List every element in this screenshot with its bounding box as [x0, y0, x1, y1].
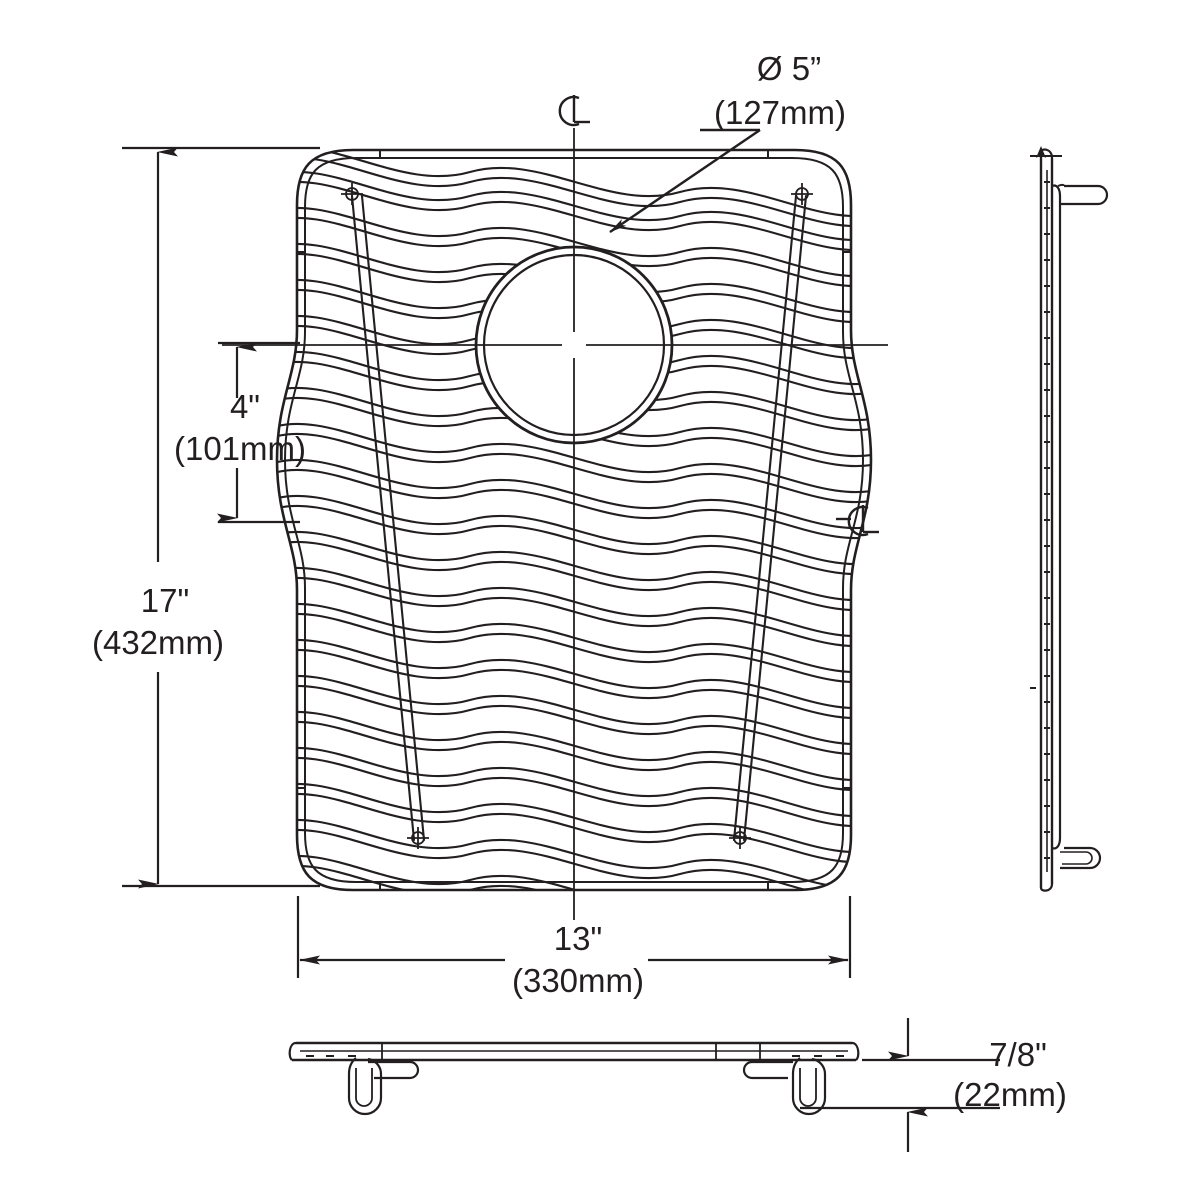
right-side-elevation — [1030, 146, 1109, 892]
thickness-label-metric: (22mm) — [953, 1076, 1067, 1113]
diagonal-support-wires — [350, 194, 808, 842]
dim-thickness — [800, 1018, 1000, 1152]
height-label-imperial: 17" — [141, 582, 189, 619]
thickness-label-imperial: 7/8" — [989, 1036, 1047, 1073]
height-label-metric: (432mm) — [92, 624, 224, 661]
front-elevation — [288, 1041, 860, 1116]
diameter-label-imperial: Ø 5” — [757, 50, 821, 87]
diameter-leader — [609, 128, 761, 233]
dim-overall-width — [296, 896, 852, 978]
rim-ticks — [297, 150, 851, 890]
basket-outer-outline — [275, 148, 873, 892]
basket-inner-outline — [283, 157, 865, 883]
offset-label-metric: (101mm) — [174, 430, 306, 467]
dim-offset-4in — [217, 341, 300, 524]
centerline-symbol-vertical — [558, 95, 590, 127]
width-label-metric: (330mm) — [512, 962, 644, 999]
centerline-symbol-horizontal — [836, 505, 879, 537]
dim-overall-height — [122, 146, 320, 889]
diameter-label-metric: (127mm) — [714, 94, 846, 131]
width-label-imperial: 13" — [554, 920, 602, 957]
wire-joint-markers — [341, 183, 813, 849]
centerlines — [222, 128, 888, 920]
offset-label-imperial: 4" — [230, 388, 260, 425]
